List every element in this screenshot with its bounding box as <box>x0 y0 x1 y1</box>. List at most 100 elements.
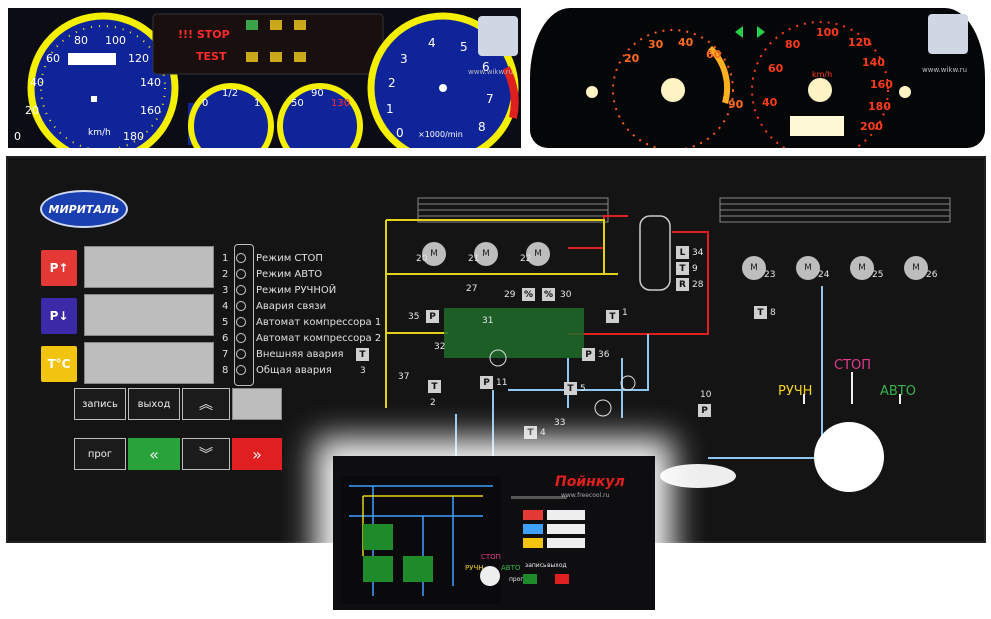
status-led <box>236 333 246 343</box>
temp-gauge <box>277 83 363 148</box>
temp-sensor: T <box>754 306 767 319</box>
left-button[interactable]: « <box>128 438 180 470</box>
speed-tick: 60 <box>768 62 784 75</box>
up-button[interactable]: ︽ <box>182 388 230 420</box>
speed-tick: 180 <box>868 100 891 113</box>
fan-24: M <box>796 256 820 280</box>
speed-tick: 140 <box>140 76 161 89</box>
status-led-strip <box>234 244 254 386</box>
temp-tick: 90 <box>311 88 324 99</box>
warning-stop: !!! STOP <box>178 28 230 41</box>
fuel-gauge <box>188 83 274 148</box>
fan-label: 26 <box>926 270 938 280</box>
temp-tick: 50 <box>291 98 304 109</box>
sensor-label: 37 <box>398 372 410 382</box>
sensor-label: 2 <box>430 398 436 408</box>
inset-exit-label: выход <box>547 562 567 569</box>
temp-sensor: T <box>564 382 577 395</box>
pressure-sensor: P <box>698 404 711 417</box>
tach-tick: 8 <box>478 120 486 134</box>
tach-tick: 3 <box>400 52 408 66</box>
fan-label: 20 <box>416 254 428 264</box>
exit-button[interactable]: выход <box>128 388 180 420</box>
fuel-tick: 0 <box>202 98 209 109</box>
speedometer-dial <box>27 12 179 148</box>
speed-tick: 80 <box>74 34 88 47</box>
gauge-right-svg <box>586 21 911 159</box>
fan-label: 23 <box>764 270 776 280</box>
sensor-label: 35 <box>408 312 420 322</box>
tach-tick: 2 <box>388 76 396 90</box>
sensor-label: 30 <box>560 290 572 300</box>
temperature-button[interactable]: T°C <box>41 346 77 382</box>
percent-sensor: % <box>522 288 535 301</box>
write-button[interactable]: запись <box>74 388 126 420</box>
sensor-label: 31 <box>482 316 494 326</box>
status-led <box>236 285 246 295</box>
inset-schematic <box>341 476 585 604</box>
sensor-label: 32 <box>434 342 446 352</box>
pressure-high-button[interactable]: P↑ <box>41 250 77 286</box>
temp-tick: 130 <box>331 98 351 109</box>
pressure-sensor: P <box>426 310 439 323</box>
gauge-overlay-blue: 0 20 40 60 80 100 120 140 160 180 km/h !… <box>8 8 521 148</box>
sensor-label: 28 <box>692 280 704 290</box>
status-label: Режим СТОП <box>256 252 323 264</box>
inset-panel-photo: Пойнкул www.freecool.ru СТОП РУЧН АВТО з… <box>333 456 655 610</box>
sensor-label: 33 <box>554 418 566 428</box>
fan-25: M <box>850 256 874 280</box>
status-label: Режим АВТО <box>256 268 323 280</box>
warning-test: TEST <box>196 50 227 63</box>
mode-auto-label: АВТО <box>880 384 916 399</box>
inset-logo: Пойнкул <box>555 474 625 490</box>
level-sensor: L <box>676 246 689 259</box>
status-label: Внешняя авария <box>256 348 344 360</box>
speed-tick: 80 <box>785 38 801 51</box>
watermark-logo <box>478 16 518 56</box>
fan-20: M <box>422 242 446 266</box>
tach-tick: 1 <box>386 102 394 116</box>
temp-sensor: T <box>356 348 369 361</box>
mode-stop-label: СТОП <box>834 358 872 373</box>
right-button[interactable]: » <box>232 438 282 470</box>
mode-selector-knob[interactable] <box>814 422 884 492</box>
fuel-tick: 1 <box>254 98 261 109</box>
status-label: Автомат компрессора 1 <box>256 316 382 328</box>
status-label: Автомат компрессора 2 <box>256 332 382 344</box>
speed-tick: 100 <box>105 34 126 47</box>
inset-manual-label: РУЧН <box>465 564 484 572</box>
percent-sensor: % <box>542 288 555 301</box>
speed-tick: 160 <box>140 104 161 117</box>
mode-ticks <box>803 372 901 404</box>
sensor-label: 4 <box>540 428 546 438</box>
status-led <box>236 301 246 311</box>
tach-tick: 7 <box>486 92 494 106</box>
speed-tick: 0 <box>14 130 21 143</box>
inset-site: www.freecool.ru <box>561 492 610 499</box>
fan-label: 24 <box>818 270 830 280</box>
fan-label: 21 <box>468 254 480 264</box>
tach-tick: 20 <box>624 52 640 65</box>
sensor-label: 10 <box>700 390 712 400</box>
inset-prog-label: прог <box>509 576 524 583</box>
speed-tick: 20 <box>25 104 39 117</box>
pressure-high-display <box>84 246 214 288</box>
speed-tick: 160 <box>870 78 893 91</box>
schematic <box>385 197 951 488</box>
down-button[interactable]: ︾ <box>182 438 230 470</box>
blank-key[interactable] <box>232 388 282 420</box>
fan-26: M <box>904 256 928 280</box>
speed-tick: 180 <box>123 130 144 143</box>
prog-button[interactable]: прог <box>74 438 126 470</box>
sensor-label: 27 <box>466 284 478 294</box>
inset-write-label: запись <box>525 562 547 569</box>
tach-unit: ×1000/min <box>418 130 463 139</box>
pressure-low-button[interactable]: P↓ <box>41 298 77 334</box>
fan-23: M <box>742 256 766 280</box>
inset-stop-label: СТОП <box>481 553 501 561</box>
